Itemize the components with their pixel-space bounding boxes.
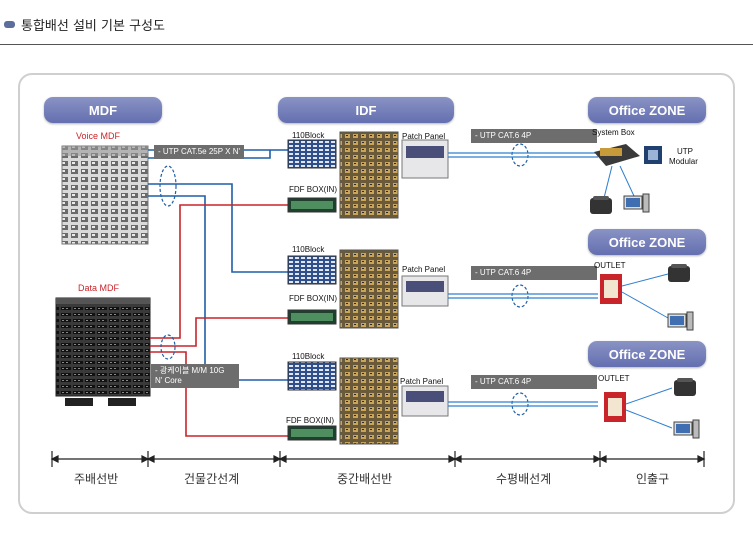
stage-label-outlet: 인출구 [636, 472, 670, 486]
office-zone-header-1: Office ZONE [588, 97, 706, 123]
phone-icon-2 [668, 264, 690, 282]
mdf-header: MDF [44, 97, 162, 123]
fiber-cable-line-1: - 광케이블 M/M 10G [155, 366, 225, 375]
outlet-image-2 [604, 392, 626, 422]
pc-icon-1 [623, 193, 650, 213]
stage-label-backbone: 건물간선계 [184, 472, 240, 486]
voice-mdf-label: Voice MDF [76, 131, 121, 141]
utp-horizontal-tag-3: - UTP CAT.6 4P [471, 375, 597, 389]
block-110-label-2: 110Block [292, 245, 325, 254]
page-title: 통합배선 설비 기본 구성도 [4, 13, 165, 35]
outlet-label-2: OUTLET [598, 374, 630, 383]
patch-panel-label-3: Patch Panel [400, 377, 444, 386]
block-110-label-1: 110Block [292, 131, 325, 140]
outlet-image-1 [600, 274, 622, 304]
office-zone-header-2: Office ZONE [588, 229, 706, 255]
data-mdf-label: Data MDF [78, 283, 120, 293]
utp-backbone-tag: - UTP CAT.5e 25P X N' [154, 145, 245, 159]
stage-label-intermediate: 중간배선반 [337, 472, 393, 486]
pc-icon-2 [667, 311, 694, 331]
fiber-cable-line-2: N' Core [155, 376, 182, 385]
utp-modular-label-1: UTP [677, 147, 693, 156]
utp-horizontal-tag-2: - UTP CAT.6 4P [471, 266, 597, 280]
utp-modular-label-2: Modular [669, 157, 698, 166]
utp-horizontal-tag-1: - UTP CAT.6 4P [471, 129, 597, 143]
title-divider [0, 44, 753, 45]
patch-panel-label-1: Patch Panel [402, 132, 446, 141]
page-title-text: 통합배선 설비 기본 구성도 [21, 18, 165, 34]
pc-icon-3 [673, 419, 700, 439]
fdf-box-label-2: FDF BOX(IN) [289, 294, 337, 303]
phone-icon-3 [674, 378, 696, 396]
block-110-label-3: 110Block [292, 352, 325, 361]
outlet-label-1: OUTLET [594, 261, 626, 270]
title-bullet-icon [4, 20, 15, 28]
office-zone-header-3: Office ZONE [588, 341, 706, 367]
patch-panel-label-2: Patch Panel [402, 265, 446, 274]
fdf-box-label-1: FDF BOX(IN) [289, 185, 337, 194]
data-mdf-rack-image [55, 297, 151, 406]
idf-row-3 [287, 357, 449, 445]
fdf-box-label-3: FDF BOX(IN) [286, 416, 334, 425]
stage-label-horizontal: 수평배선계 [496, 472, 552, 486]
voice-mdf-rack-image [61, 145, 149, 245]
idf-header: IDF [278, 97, 454, 123]
system-box-label: System Box [592, 128, 635, 137]
phone-icon-1 [590, 196, 612, 214]
system-box-image [594, 144, 662, 166]
idf-row-1 [287, 131, 449, 219]
idf-row-2 [287, 249, 449, 329]
fiber-cable-tag: - 광케이블 M/M 10G N' Core [151, 364, 239, 388]
stage-label-main: 주배선반 [74, 472, 119, 486]
stage-dimension-line [50, 451, 706, 467]
